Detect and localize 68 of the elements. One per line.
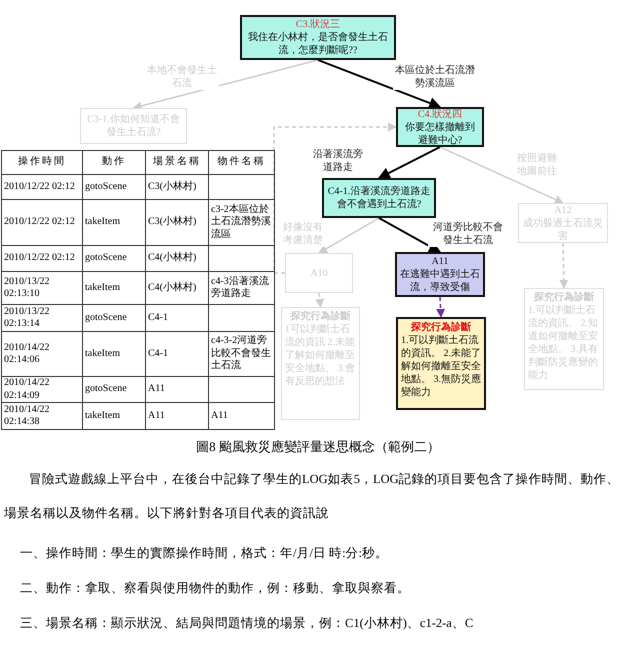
table-cell: 2010/12/22 02:12: [2, 200, 82, 246]
table-cell: A11: [146, 376, 208, 402]
scenario-box: [80, 108, 187, 144]
arrow: [273, 122, 397, 274]
diagnosis-box: [524, 288, 604, 390]
table-cell: C4-1: [146, 304, 208, 332]
arrow: [318, 59, 442, 109]
node-text: 1.可以判斷土石流的資訊。 2.未能了解如何撤離至安全地點。 3.無防災應變能力: [401, 334, 481, 399]
scenario-box: [240, 15, 396, 60]
table-cell: C4(小林村): [146, 272, 208, 304]
table-cell: c3-2本區位於土石流潛勢溪流區: [208, 200, 274, 246]
list-item: 三、場景名稱：顯示狀況、結局與問題情境的場景，例：C1(小林村)、c1-2-a、C: [20, 615, 474, 632]
edge-label: 本區位於土石流潛勢溪流區: [393, 64, 477, 90]
arrow: [132, 59, 318, 110]
table-cell: 2010/12/22 02:12: [2, 174, 82, 200]
table-cell: c4-3-2河道旁比較不會發生土石流: [208, 332, 274, 376]
table-cell: gotoScene: [82, 376, 146, 402]
list-item: 二、動作：拿取、察看與使用物件的動作，例：移動、拿取與察看。: [20, 580, 411, 597]
edge-label: 沿著溪流旁道路走: [312, 148, 364, 174]
arrow: [378, 217, 442, 253]
table-cell: C3(小林村): [146, 200, 208, 246]
node-text: 你要怎樣撤離到避難中心?: [404, 120, 476, 146]
node-text: 在逃難中遇到土石流，導致受傷: [400, 268, 480, 294]
table-cell: c4-3沿著溪流旁道路走: [208, 272, 274, 304]
table-cell: takeItem: [82, 402, 146, 430]
table-cell: C4(小林村): [146, 246, 208, 272]
arrow: [559, 242, 568, 289]
table-cell: gotoScene: [82, 304, 146, 332]
figure-caption: 圖8 颱風救災應變評量迷思概念（範例二）: [195, 438, 441, 456]
node-title: A11: [432, 255, 448, 268]
table-cell: 2010/14/22 02:14:38: [2, 402, 82, 430]
scenario-box: [396, 107, 484, 147]
table-cell: 2010/13/22 02:13:14: [2, 304, 82, 332]
table-cell: 2010/13/22 02:13:10: [2, 272, 82, 304]
table-cell: A11: [208, 402, 274, 430]
table-cell: 2010/14/22 02:14:06: [2, 332, 82, 376]
table-cell: gotoScene: [82, 174, 146, 200]
outcome-box: [395, 252, 485, 297]
table-cell: 2010/14/22 02:14:09: [2, 376, 82, 402]
node-title: 探究行為診斷: [411, 321, 471, 334]
table-cell: takeItem: [82, 272, 146, 304]
header-cell: 物件名稱: [208, 150, 274, 174]
list-item: 一、操作時間：學生的實際操作時間，格式：年/月/日 時:分:秒。: [20, 545, 390, 562]
table-cell: takeItem: [82, 200, 146, 246]
arrow: [436, 296, 446, 318]
arrow: [378, 146, 440, 179]
node-text: C4-1.沿著溪流旁道路走會不會遇到土石流?: [327, 185, 431, 211]
arrow: [440, 146, 564, 204]
diagnosis-box: [396, 317, 486, 410]
scenario-box: [322, 178, 436, 218]
header-cell: 動作: [82, 150, 146, 174]
header-cell: 場景名稱: [146, 150, 208, 174]
table-cell: C3(小林村): [146, 174, 208, 200]
node-title: C4.狀況四: [418, 108, 462, 120]
arrow: [315, 292, 324, 308]
table-cell: 2010/12/22 02:12: [2, 246, 82, 272]
paragraph: 冒險式遊戲線上平台中，在後台中記錄了學生的LOG如表5，LOG記錄的項目要包含了操作時間、動作、場景名稱以及物件名稱。以下將針對各項目代表的資訊說: [4, 471, 621, 522]
table-cell: C4-1: [146, 332, 208, 376]
table-cell: gotoScene: [82, 246, 146, 272]
header-cell: 操作時間: [2, 150, 82, 174]
table-cell: A11: [146, 402, 208, 430]
arrow: [318, 217, 380, 254]
diagnosis-box: [281, 307, 360, 420]
table-cell: takeItem: [82, 332, 146, 376]
scenario-box: [518, 203, 608, 243]
node-title: C3.狀況三: [296, 18, 340, 31]
scenario-box: [285, 253, 353, 293]
node-text: 我住在小林村，是否會發生土石流，怎麼判斷呢??: [247, 31, 389, 57]
